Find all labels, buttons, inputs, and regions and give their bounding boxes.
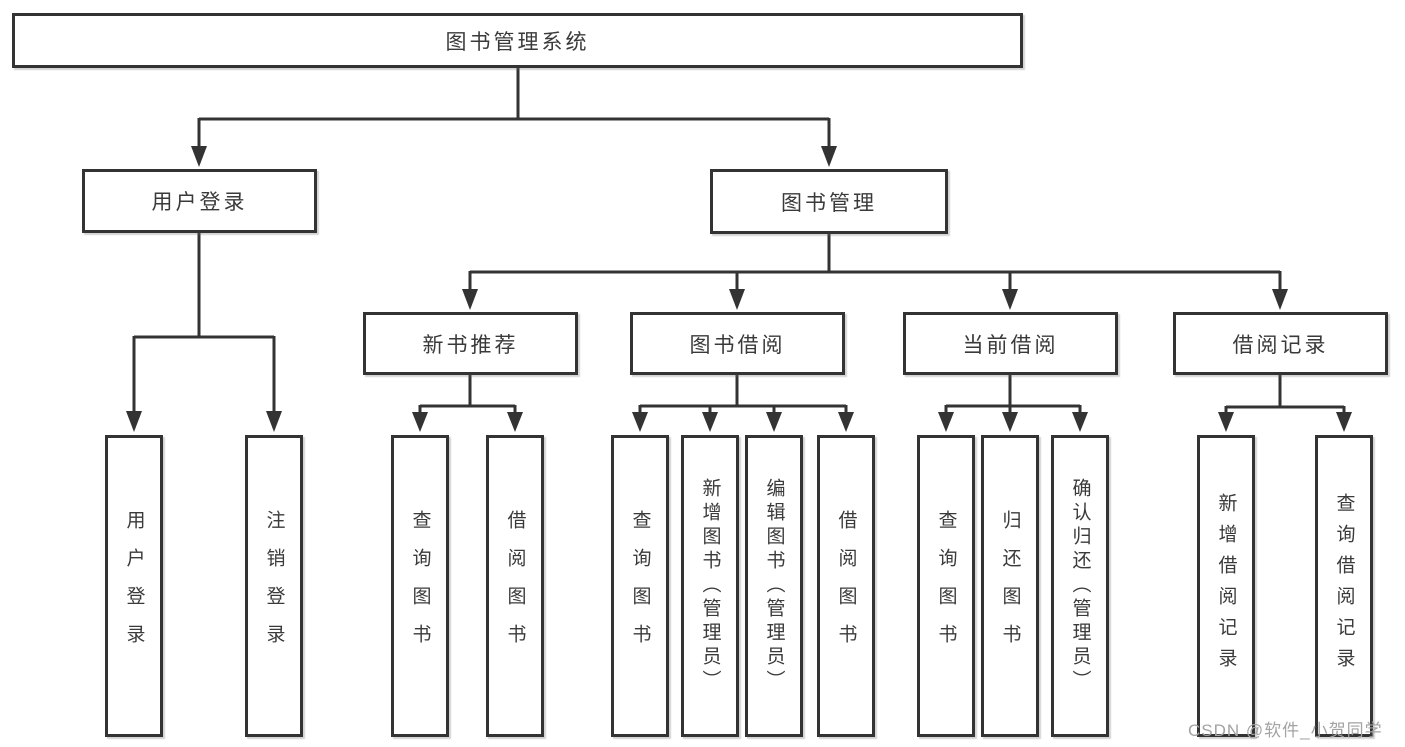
leaf-query-book-borrow: 查询图书 — [611, 435, 669, 737]
leaf-return-book-label: 归还图书 — [999, 510, 1021, 662]
leaf-query-book-newbook: 查询图书 — [391, 435, 449, 737]
leaf-edit-book-admin-label: 编辑图书（管理员） — [763, 478, 785, 694]
node-root-label: 图书管理系统 — [445, 30, 590, 54]
leaf-borrow-book-newbook-label: 借阅图书 — [504, 510, 526, 662]
leaf-query-borrow-record: 查询借阅记录 — [1315, 435, 1373, 737]
leaf-user-login-label: 用户登录 — [123, 510, 145, 662]
edge-user-login-to-leaves — [126, 232, 282, 432]
leaf-return-book: 归还图书 — [981, 435, 1039, 737]
leaf-borrow-book-borrow-label: 借阅图书 — [835, 510, 857, 662]
edge-borrow-record-to-leaves — [1218, 375, 1352, 432]
leaf-query-book-current-label: 查询图书 — [935, 510, 957, 662]
node-root: 图书管理系统 — [12, 13, 1023, 68]
edge-book-management-to-level3 — [462, 232, 1288, 310]
node-current-borrow-label: 当前借阅 — [962, 333, 1059, 357]
node-new-book-recommend: 新书推荐 — [363, 312, 578, 375]
leaf-borrow-book-newbook: 借阅图书 — [486, 435, 544, 737]
leaf-add-book-admin-label: 新增图书（管理员） — [699, 478, 721, 694]
leaf-confirm-return-admin-label: 确认归还（管理员） — [1069, 478, 1091, 694]
leaf-user-login: 用户登录 — [105, 435, 163, 737]
leaf-logout-login-label: 注销登录 — [263, 510, 285, 662]
leaf-add-book-admin: 新增图书（管理员） — [681, 435, 739, 737]
node-borrow-record: 借阅记录 — [1173, 312, 1388, 375]
leaf-logout-login: 注销登录 — [245, 435, 303, 737]
leaf-add-borrow-record: 新增借阅记录 — [1197, 435, 1255, 737]
leaf-query-book-current: 查询图书 — [917, 435, 975, 737]
edge-book-borrow-to-leaves — [632, 375, 854, 432]
node-book-borrow: 图书借阅 — [630, 312, 845, 375]
leaf-query-book-borrow-label: 查询图书 — [629, 510, 651, 662]
node-user-login-label: 用户登录 — [151, 191, 248, 214]
node-book-borrow-label: 图书借阅 — [689, 333, 786, 357]
node-book-management-label: 图书管理 — [781, 191, 877, 215]
node-book-management: 图书管理 — [710, 169, 948, 234]
leaf-query-book-newbook-label: 查询图书 — [409, 510, 431, 662]
node-user-login: 用户登录 — [82, 169, 317, 233]
node-borrow-record-label: 借阅记录 — [1232, 333, 1329, 357]
leaf-query-borrow-record-label: 查询借阅记录 — [1333, 493, 1355, 679]
leaf-edit-book-admin: 编辑图书（管理员） — [745, 435, 803, 737]
leaf-add-borrow-record-label: 新增借阅记录 — [1215, 493, 1237, 679]
leaf-borrow-book-borrow: 借阅图书 — [817, 435, 875, 737]
edge-new-book-to-leaves — [412, 375, 523, 432]
node-current-borrow: 当前借阅 — [903, 312, 1118, 375]
csdn-watermark: CSDN @软件_小贺同学 — [1188, 721, 1383, 740]
edge-root-to-level2 — [191, 67, 837, 167]
leaf-confirm-return-admin: 确认归还（管理员） — [1051, 435, 1109, 737]
node-new-book-recommend-label: 新书推荐 — [422, 333, 519, 357]
edge-current-borrow-to-leaves — [938, 375, 1088, 432]
